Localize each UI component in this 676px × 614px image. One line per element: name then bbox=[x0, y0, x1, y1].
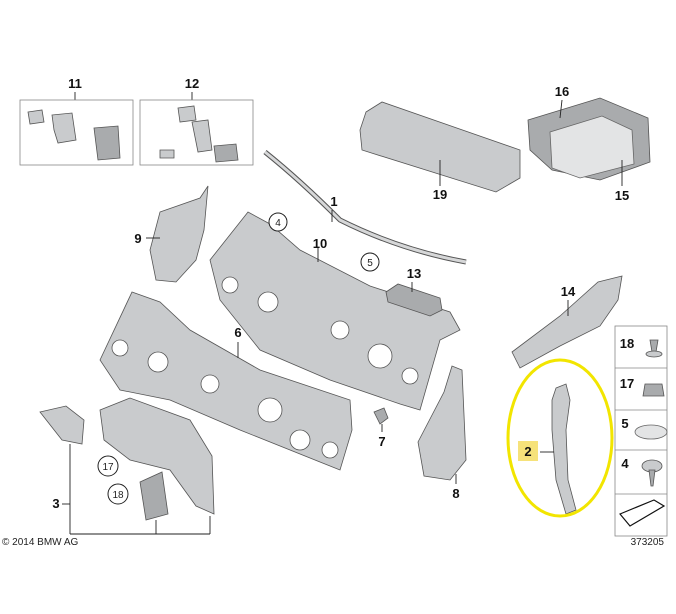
part-9-group[interactable] bbox=[146, 185, 209, 283]
fastener-label-4[interactable]: 4 bbox=[621, 456, 629, 471]
part-12-group[interactable] bbox=[139, 92, 254, 166]
label-part-9[interactable]: 9 bbox=[134, 231, 141, 246]
part-12-piece-b bbox=[191, 119, 213, 153]
fastener-5-icon[interactable] bbox=[634, 424, 668, 440]
diagram-number: 373205 bbox=[631, 537, 665, 548]
part-3-piece-a bbox=[39, 405, 85, 445]
callout-4-circle[interactable] bbox=[268, 212, 288, 232]
label-part-14[interactable]: 14 bbox=[561, 284, 576, 299]
highlight-ellipse bbox=[506, 358, 614, 518]
part-6-panel bbox=[99, 291, 353, 471]
part-11-piece-c bbox=[93, 125, 121, 161]
highlight-label-bg bbox=[518, 441, 538, 461]
fastener-17-icon[interactable] bbox=[642, 383, 665, 397]
fastener-panel bbox=[614, 325, 668, 537]
part-11-group[interactable] bbox=[19, 92, 134, 166]
part-8-group[interactable] bbox=[417, 365, 467, 484]
label-part-11[interactable]: 11 bbox=[68, 76, 82, 91]
part-6-group[interactable] bbox=[99, 291, 353, 471]
fastener-18-icon[interactable] bbox=[649, 339, 659, 353]
part-3-group[interactable] bbox=[39, 397, 215, 535]
label-part-2[interactable]: 2 bbox=[524, 444, 531, 459]
label-part-3[interactable]: 3 bbox=[52, 496, 59, 511]
part-8-block bbox=[417, 365, 467, 481]
part-1-group[interactable] bbox=[263, 150, 467, 265]
part-15-battery bbox=[549, 115, 635, 179]
callout-label-4: 4 bbox=[275, 218, 281, 229]
label-part-6[interactable]: 6 bbox=[234, 325, 241, 340]
callout-18-circle[interactable] bbox=[107, 483, 129, 505]
part-2-group[interactable] bbox=[506, 358, 614, 518]
part-11-piece-b bbox=[51, 112, 77, 144]
part-3-piece-b bbox=[139, 471, 169, 521]
part-19-mat bbox=[359, 101, 521, 193]
part-12-piece-c bbox=[213, 143, 239, 163]
callout-17-circle[interactable] bbox=[97, 455, 119, 477]
part-2-bracket bbox=[551, 383, 577, 515]
callout-label-5: 5 bbox=[367, 258, 373, 269]
part-3-arch bbox=[99, 397, 215, 515]
part-7-group[interactable] bbox=[373, 407, 389, 432]
label-part-12[interactable]: 12 bbox=[185, 76, 199, 91]
label-part-15[interactable]: 15 bbox=[615, 188, 629, 203]
callout-5-circle[interactable] bbox=[360, 252, 380, 272]
part-13-group[interactable] bbox=[385, 282, 443, 317]
callout-label-18: 18 bbox=[112, 490, 124, 501]
part-11-box bbox=[19, 99, 134, 166]
part-15-16-group[interactable] bbox=[527, 97, 651, 186]
label-part-1[interactable]: 1 bbox=[330, 194, 337, 209]
label-part-13[interactable]: 13 bbox=[407, 266, 421, 281]
arrow-icon bbox=[619, 499, 666, 527]
part-11-piece-a bbox=[27, 109, 45, 125]
part-9-panel bbox=[149, 185, 209, 283]
part-14-group[interactable] bbox=[511, 275, 623, 369]
label-part-7[interactable]: 7 bbox=[378, 434, 385, 449]
label-part-16[interactable]: 16 bbox=[555, 84, 569, 99]
fastener-label-18[interactable]: 18 bbox=[620, 336, 634, 351]
copyright-text: © 2014 BMW AG bbox=[2, 537, 79, 548]
label-part-10[interactable]: 10 bbox=[313, 236, 327, 251]
callout-label-17: 17 bbox=[102, 462, 114, 473]
part-19-group[interactable] bbox=[359, 101, 521, 193]
part-14-tray bbox=[511, 275, 623, 369]
part-12-piece-a bbox=[177, 105, 197, 123]
fastener-label-5[interactable]: 5 bbox=[621, 416, 628, 431]
label-part-19[interactable]: 19 bbox=[433, 187, 447, 202]
fastener-label-17[interactable]: 17 bbox=[620, 376, 634, 391]
part-12-piece-d bbox=[159, 149, 175, 159]
label-part-8[interactable]: 8 bbox=[452, 486, 459, 501]
part-13-strip bbox=[385, 283, 443, 317]
part-7-clip bbox=[373, 407, 389, 425]
part-12-box bbox=[139, 99, 254, 166]
